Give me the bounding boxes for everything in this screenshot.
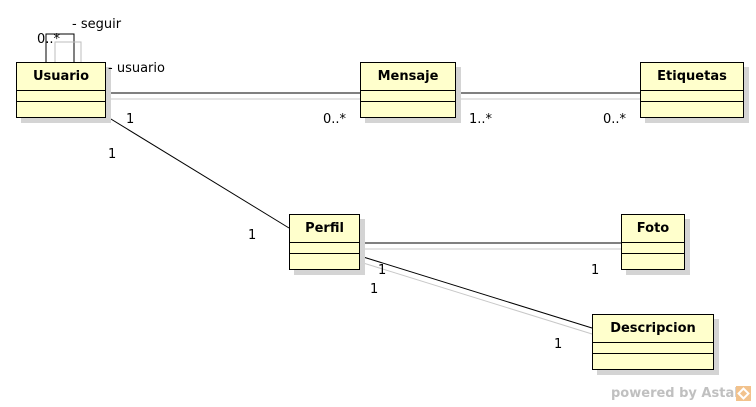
self-association-line[interactable]	[45, 33, 75, 62]
class-etiquetas[interactable]: Etiquetas	[640, 62, 744, 118]
self-multiplicity-label: 0..*	[37, 32, 61, 47]
astah-logo-icon	[736, 386, 751, 401]
class-foto[interactable]: Foto	[621, 214, 685, 270]
class-mensaje[interactable]: Mensaje	[360, 62, 456, 118]
attributes-compartment	[641, 91, 743, 102]
operations-compartment	[622, 254, 684, 264]
class-perfil[interactable]: Perfil	[289, 214, 360, 270]
mensaje-etiquetas-target-multiplicity: 0..*	[603, 112, 627, 127]
perfil-descripcion-line[interactable]	[359, 255, 593, 329]
role-label-usuario: - usuario	[108, 61, 165, 76]
mensaje-etiquetas-source-multiplicity: 1..*	[469, 112, 493, 127]
perfil-descripcion-target-multiplicity: 1	[554, 337, 563, 352]
class-name: Mensaje	[361, 63, 455, 91]
class-name: Usuario	[17, 63, 105, 91]
class-name: Foto	[622, 215, 684, 243]
operations-compartment	[17, 102, 105, 112]
attributes-compartment	[17, 91, 105, 102]
operations-compartment	[593, 354, 713, 364]
usuario-perfil-target-multiplicity: 1	[248, 228, 257, 243]
perfil-foto-source-multiplicity: 1	[378, 263, 387, 278]
operations-compartment	[361, 102, 455, 112]
class-name: Descripcion	[593, 315, 713, 343]
operations-compartment	[290, 254, 359, 264]
attributes-compartment	[290, 243, 359, 254]
usuario-perfil-source-multiplicity: 1	[108, 147, 117, 162]
class-name: Perfil	[290, 215, 359, 243]
class-descripcion[interactable]: Descripcion	[592, 314, 714, 370]
attributes-compartment	[622, 243, 684, 254]
perfil-foto-target-multiplicity: 1	[591, 263, 600, 278]
usuario-perfil-line[interactable]	[105, 115, 290, 229]
attributes-compartment	[361, 91, 455, 102]
attributes-compartment	[593, 343, 713, 354]
operations-compartment	[641, 102, 743, 112]
usuario-mensaje-target-multiplicity: 0..*	[323, 112, 347, 127]
usuario-mensaje-source-multiplicity: 1	[126, 112, 135, 127]
astah-watermark: powered by Astah	[611, 386, 744, 401]
perfil-descripcion-source-multiplicity: 1	[370, 282, 379, 297]
class-name: Etiquetas	[641, 63, 743, 91]
role-label-seguir: - seguir	[72, 17, 122, 32]
class-usuario[interactable]: Usuario	[16, 62, 106, 118]
